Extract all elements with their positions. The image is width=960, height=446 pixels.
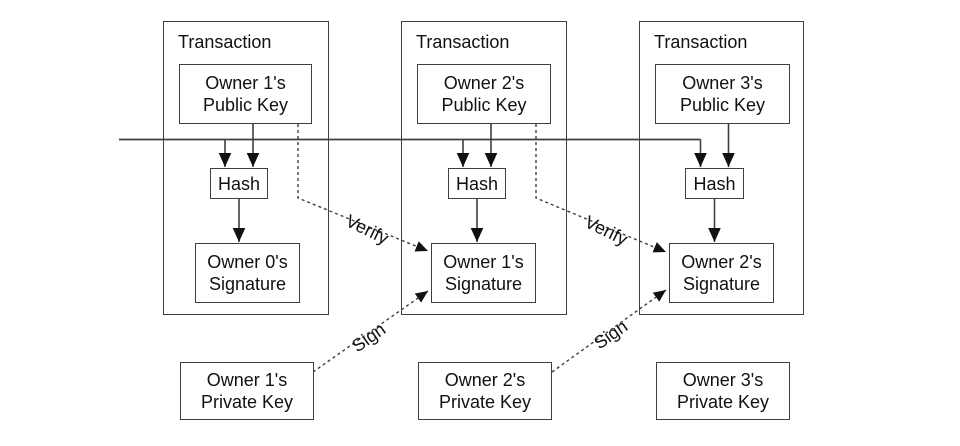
transaction-2-signature-label: Owner 1's Signature: [443, 252, 524, 294]
verify-arrow-2: [535, 124, 667, 253]
transaction-1-title: Transaction: [178, 32, 272, 52]
transaction-3-hash-label: Hash: [693, 173, 736, 194]
transaction-1-signature-label: Owner 0's Signature: [207, 252, 288, 294]
transaction-2-hash-box: Hash: [448, 168, 506, 199]
transaction-3-title: Transaction: [654, 32, 748, 52]
private-key-3-label: Owner 3's Private Key: [676, 370, 770, 412]
transaction-3-public-key-box: Owner 3's Public Key: [655, 64, 790, 124]
transaction-2-public-key-label: Owner 2's Public Key: [441, 73, 527, 115]
transaction-3-box: Transaction: [639, 21, 804, 315]
private-key-1-label: Owner 1's Private Key: [200, 370, 294, 412]
transaction-3-signature-box: Owner 2's Signature: [669, 243, 774, 303]
transaction-1-signature-box: Owner 0's Signature: [195, 243, 300, 303]
transaction-1-public-key-label: Owner 1's Public Key: [202, 73, 289, 115]
transaction-2-title: Transaction: [416, 32, 510, 52]
private-key-3-box: Owner 3's Private Key: [656, 362, 790, 420]
transaction-3-hash-box: Hash: [685, 168, 744, 199]
transaction-2-hash-label: Hash: [455, 173, 499, 194]
private-key-2-box: Owner 2's Private Key: [418, 362, 552, 420]
transaction-1-public-key-box: Owner 1's Public Key: [179, 64, 312, 124]
verify-arrow-1: [297, 124, 429, 252]
private-key-1-box: Owner 1's Private Key: [180, 362, 314, 420]
transaction-2-signature-box: Owner 1's Signature: [431, 243, 536, 303]
transaction-3-public-key-label: Owner 3's Public Key: [679, 73, 766, 115]
transaction-2-box: Transaction: [401, 21, 567, 315]
transaction-1-hash-box: Hash: [210, 168, 268, 199]
private-key-2-label: Owner 2's Private Key: [438, 370, 532, 412]
transaction-3-signature-label: Owner 2's Signature: [681, 252, 762, 294]
transaction-2-public-key-box: Owner 2's Public Key: [417, 64, 551, 124]
transaction-1-box: Transaction: [163, 21, 329, 315]
transaction-1-hash-label: Hash: [217, 173, 261, 194]
